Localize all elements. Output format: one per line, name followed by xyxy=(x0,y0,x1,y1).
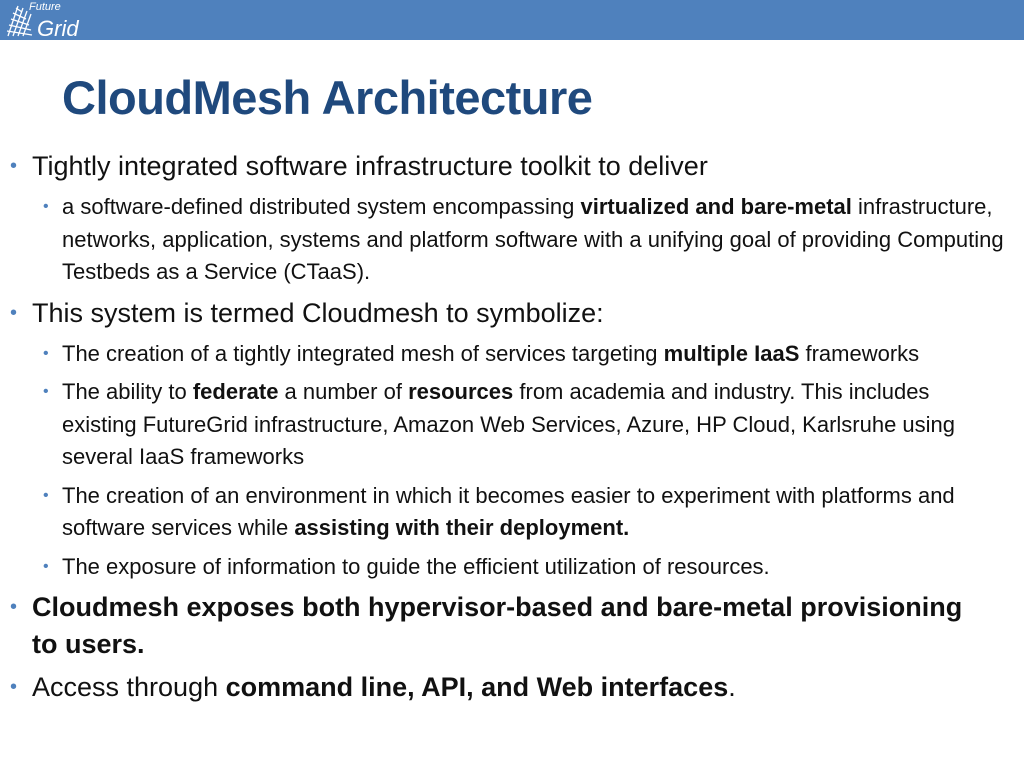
bullet-text: This system is termed Cloudmesh to symbo… xyxy=(32,297,604,328)
logo-wordmark: Future Grid xyxy=(29,1,97,52)
sub-bullet-emphasis: multiple IaaS xyxy=(663,340,800,366)
bullet-dot: • xyxy=(10,596,18,618)
sub-bullet-text: infrastructure, networks, application, s… xyxy=(62,194,1004,284)
sub-bullet-mesh-of-services: • The creation of a tightly integrated m… xyxy=(0,338,1024,371)
bullet-dot: • xyxy=(43,198,49,215)
sub-bullet-emphasis: resources xyxy=(408,379,514,404)
logo-line-2: Grid xyxy=(37,16,79,41)
sub-bullet-text: a software-defined distributed system en… xyxy=(62,194,581,219)
futuregrid-logo: Future Grid xyxy=(4,1,79,41)
bullet-dot: • xyxy=(43,383,49,400)
page-title: CloudMesh Architecture xyxy=(62,71,593,124)
bullet-dot: • xyxy=(43,344,49,362)
sub-bullet-environment: • The creation of an environment in whic… xyxy=(0,480,1024,545)
bullet-text: Tightly integrated software infrastructu… xyxy=(32,151,708,181)
bullet-dot: • xyxy=(43,557,49,575)
slide-body: • Tightly integrated software infrastruc… xyxy=(0,148,1024,712)
sub-bullet-software-defined: • a software-defined distributed system … xyxy=(0,191,1024,289)
header-bar: Future Grid xyxy=(0,0,1024,41)
sub-bullet-text: The exposure of information to guide the… xyxy=(62,553,770,579)
sub-bullet-emphasis: assisting with their deployment. xyxy=(294,515,630,540)
bullet-list: • Tightly integrated software infrastruc… xyxy=(0,148,1024,706)
bullet-dot: • xyxy=(10,676,18,698)
sub-bullet-federate: • The ability to federate a number of re… xyxy=(0,376,1024,474)
bullet-text: Access through xyxy=(32,672,226,702)
bullet-emphasis: command line, API, and Web interfaces xyxy=(225,672,729,702)
sub-bullet-text: a number of xyxy=(278,379,409,404)
sub-bullet-text: The creation of an environment in which … xyxy=(62,482,955,541)
bullet-dot: • xyxy=(10,155,18,177)
bullet-emphasis: Cloudmesh exposes both hypervisor-based … xyxy=(32,592,963,659)
sub-bullet-emphasis: virtualized and bare-metal xyxy=(580,194,852,219)
sub-bullet-text: frameworks xyxy=(799,340,920,366)
bullet-dot: • xyxy=(43,486,49,504)
bullet-termed-cloudmesh: • This system is termed Cloudmesh to sym… xyxy=(0,295,1024,332)
sub-bullet-exposure: • The exposure of information to guide t… xyxy=(0,551,1024,584)
bullet-text: . xyxy=(728,672,736,702)
bullet-provisioning: • Cloudmesh exposes both hypervisor-base… xyxy=(0,589,1024,663)
grid-logo-icon xyxy=(6,5,33,37)
bullet-dot: • xyxy=(10,301,18,324)
logo-line-1: Future xyxy=(29,1,61,13)
bullet-toolkit: • Tightly integrated software infrastruc… xyxy=(0,148,1024,185)
bullet-access: • Access through command line, API, and … xyxy=(0,669,1024,706)
sub-bullet-text: The ability to xyxy=(62,379,193,404)
sub-bullet-emphasis: federate xyxy=(192,379,279,404)
sub-bullet-text: The creation of a tightly integrated mes… xyxy=(62,340,664,366)
sub-bullet-text: from academia and industry. This include… xyxy=(62,379,956,469)
